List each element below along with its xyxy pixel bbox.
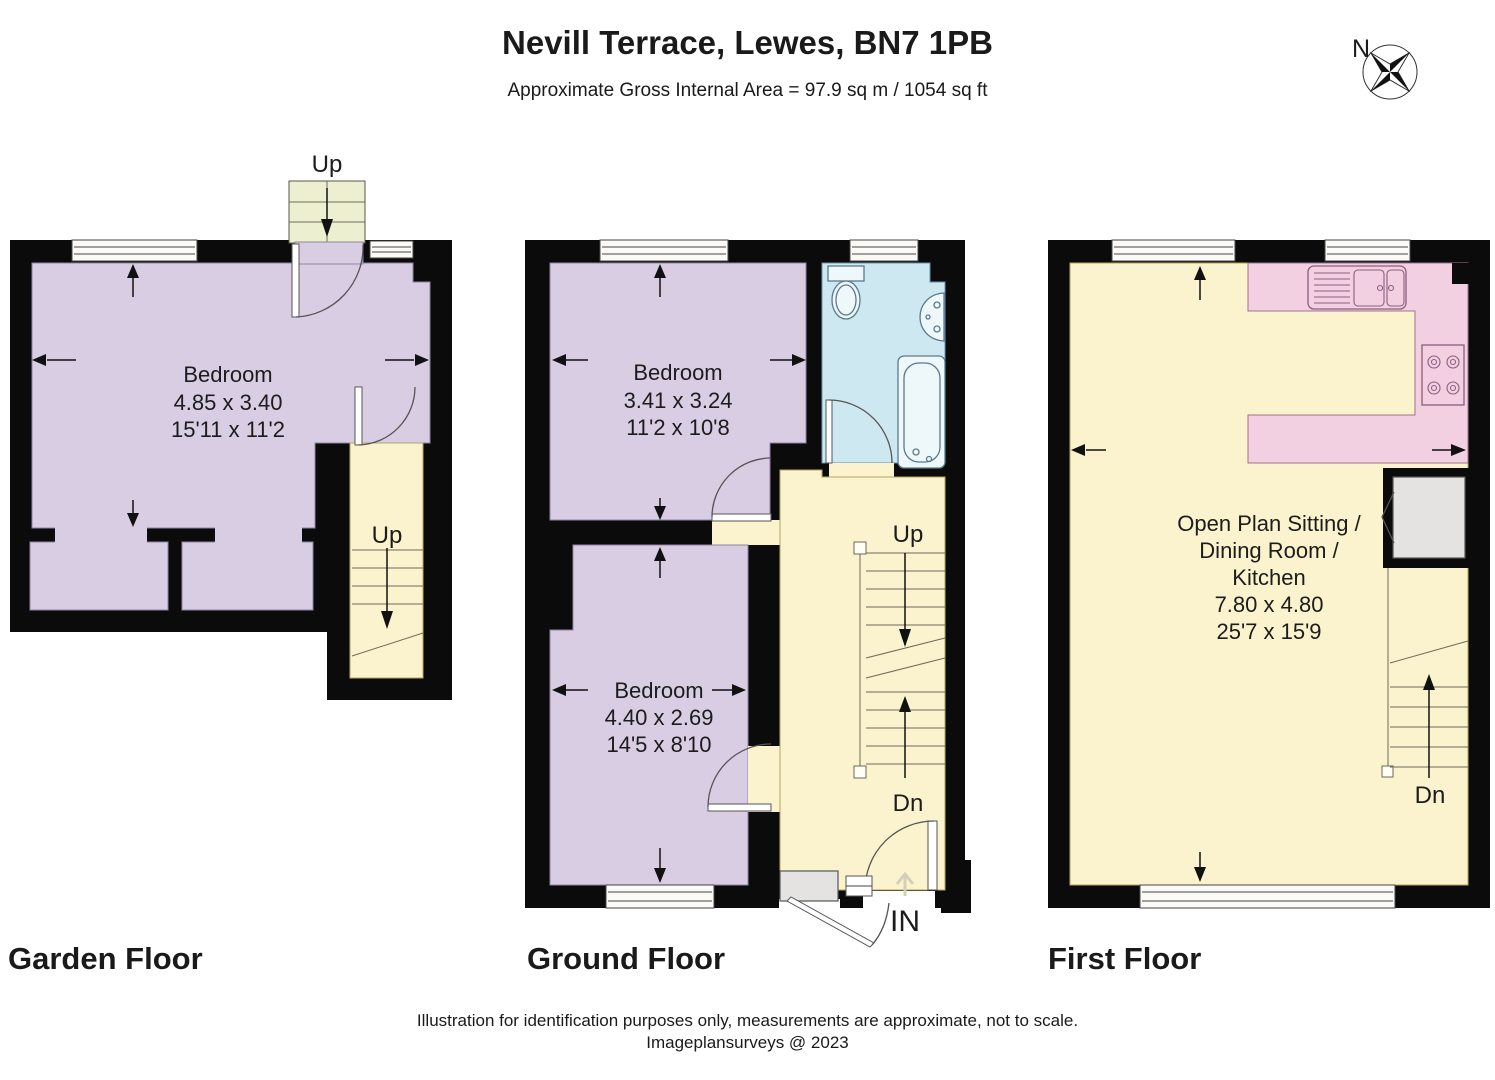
garden-floor-plan: Up Bedroom 4.85 x 3.40 15'11 x 11'2 Up [10,151,452,700]
first-window-bottom [1139,884,1396,909]
garden-external-up-label: Up [312,151,343,178]
garden-closet-right [181,541,314,611]
disclaimer-text: Illustration for identification purposes… [416,1011,1079,1030]
ground-window-back [605,884,715,909]
garden-stairs [351,548,424,657]
ground-entry-fixture [845,875,873,897]
ground-bathroom-door [825,399,893,464]
first-dn-label: Dn [1415,782,1446,809]
garden-up-label: Up [372,522,403,549]
first-dimension-arrows [1071,266,1466,882]
toilet-icon [827,265,865,320]
garden-bedroom-metric: 4.85 x 3.40 [174,390,283,415]
page-subtitle: Approximate Gross Internal Area = 97.9 s… [507,80,988,101]
first-cupboard-door [1381,491,1395,544]
ground-bedroom-front-floor [549,262,807,521]
ground-stairs [853,541,946,779]
garden-closet-right-opening [215,524,302,546]
ground-porch [779,870,839,902]
ground-bedroom-front-name: Bedroom [633,360,722,385]
ground-bedroom-back-imperial: 14'5 x 8'10 [606,732,711,757]
ground-bedroom-back-door-opening [748,746,780,812]
ground-bedroom-back-floor [549,544,749,886]
page-title: Nevill Terrace, Lewes, BN7 1PB [502,24,993,61]
first-openplan-name1: Open Plan Sitting / [1177,511,1361,536]
garden-bedroom-name: Bedroom [183,362,272,387]
garden-entry-door [291,243,364,318]
ground-corner-block [941,860,971,913]
garden-external-steps [288,180,366,244]
garden-entry-bay [294,241,364,265]
ground-dimension-arrows [552,264,806,883]
ground-entrance-opening [863,891,935,908]
compass-rose-icon: N [1352,35,1418,100]
first-openplan-name3: Kitchen [1232,565,1305,590]
garden-window-small [369,240,414,259]
hob-icon [1421,344,1465,406]
first-window-left [1111,239,1236,262]
ground-floor-plan: Bedroom 3.41 x 3.24 11'2 x 10'8 Bedroom … [525,239,971,948]
ground-bedroom-back-metric: 4.40 x 2.69 [605,705,714,730]
first-openplan-imperial: 25'7 x 15'9 [1216,619,1321,644]
ground-exterior-door [786,896,890,948]
ground-bedroom-back-name: Bedroom [614,678,703,703]
first-cupboard [1392,476,1466,559]
garden-closet-left-opening [55,524,147,546]
ground-bedroom-back-door [707,743,772,812]
entry-direction-arrow [895,871,915,896]
first-window-right [1324,239,1411,262]
credit-text: Imageplansurveys @ 2023 [646,1033,849,1052]
ground-floor-label: Ground Floor [527,941,726,976]
first-openplan-floor [1069,262,1469,886]
garden-bedroom-imperial: 15'11 x 11'2 [171,417,285,442]
ground-bathroom-door-opening [829,463,894,477]
ground-bedroom-front-imperial: 11'2 x 10'8 [626,415,729,440]
ground-in-label: IN [890,905,920,938]
ground-bedroom-front-door [711,457,772,522]
garden-stair-door [354,386,416,446]
ground-dn-label: Dn [893,790,924,817]
first-openplan-metric: 7.80 x 4.80 [1215,592,1324,617]
bath-icon [897,355,946,469]
kitchen-sink-icon [1307,265,1407,310]
first-floor-label: First Floor [1048,941,1202,976]
first-floor-plan: Open Plan Sitting / Dining Room / Kitche… [1048,239,1490,909]
garden-floor-label: Garden Floor [8,941,203,976]
first-wall-notch [1452,263,1470,284]
basin-icon [919,292,945,342]
ground-porch-cut [779,899,840,909]
ground-window-front [599,239,729,262]
garden-closet-left [29,541,169,611]
garden-dimension-arrows [32,264,429,527]
ground-bedroom-front-door-opening [712,520,780,545]
first-stairs [1381,568,1469,778]
garden-window-main [71,239,198,262]
ground-window-bathroom [849,239,919,262]
compass-north-label: N [1352,35,1370,63]
ground-bedroom-front-metric: 3.41 x 3.24 [624,388,733,413]
first-openplan-name2: Dining Room / [1199,538,1339,563]
ground-up-label: Up [893,521,924,548]
